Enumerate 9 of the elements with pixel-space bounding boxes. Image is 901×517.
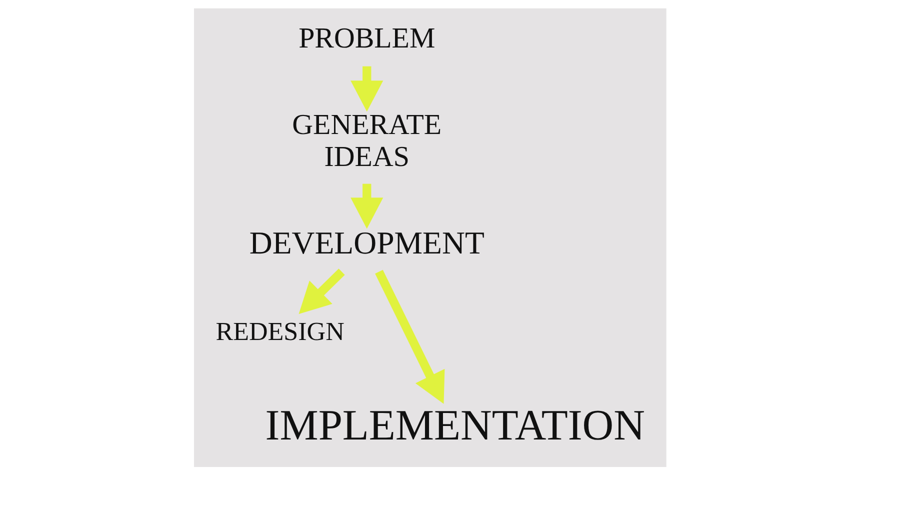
arrow [350, 184, 383, 229]
arrow [298, 268, 344, 314]
node-text: REDESIGN [215, 317, 344, 346]
arrow [374, 270, 444, 404]
node-text: GENERATE IDEAS [292, 109, 442, 174]
node-text: IMPLEMENTATION [264, 401, 644, 450]
node-text: PROBLEM [298, 22, 435, 54]
node-text: DEVELOPMENT [248, 226, 484, 261]
arrow [350, 66, 383, 112]
